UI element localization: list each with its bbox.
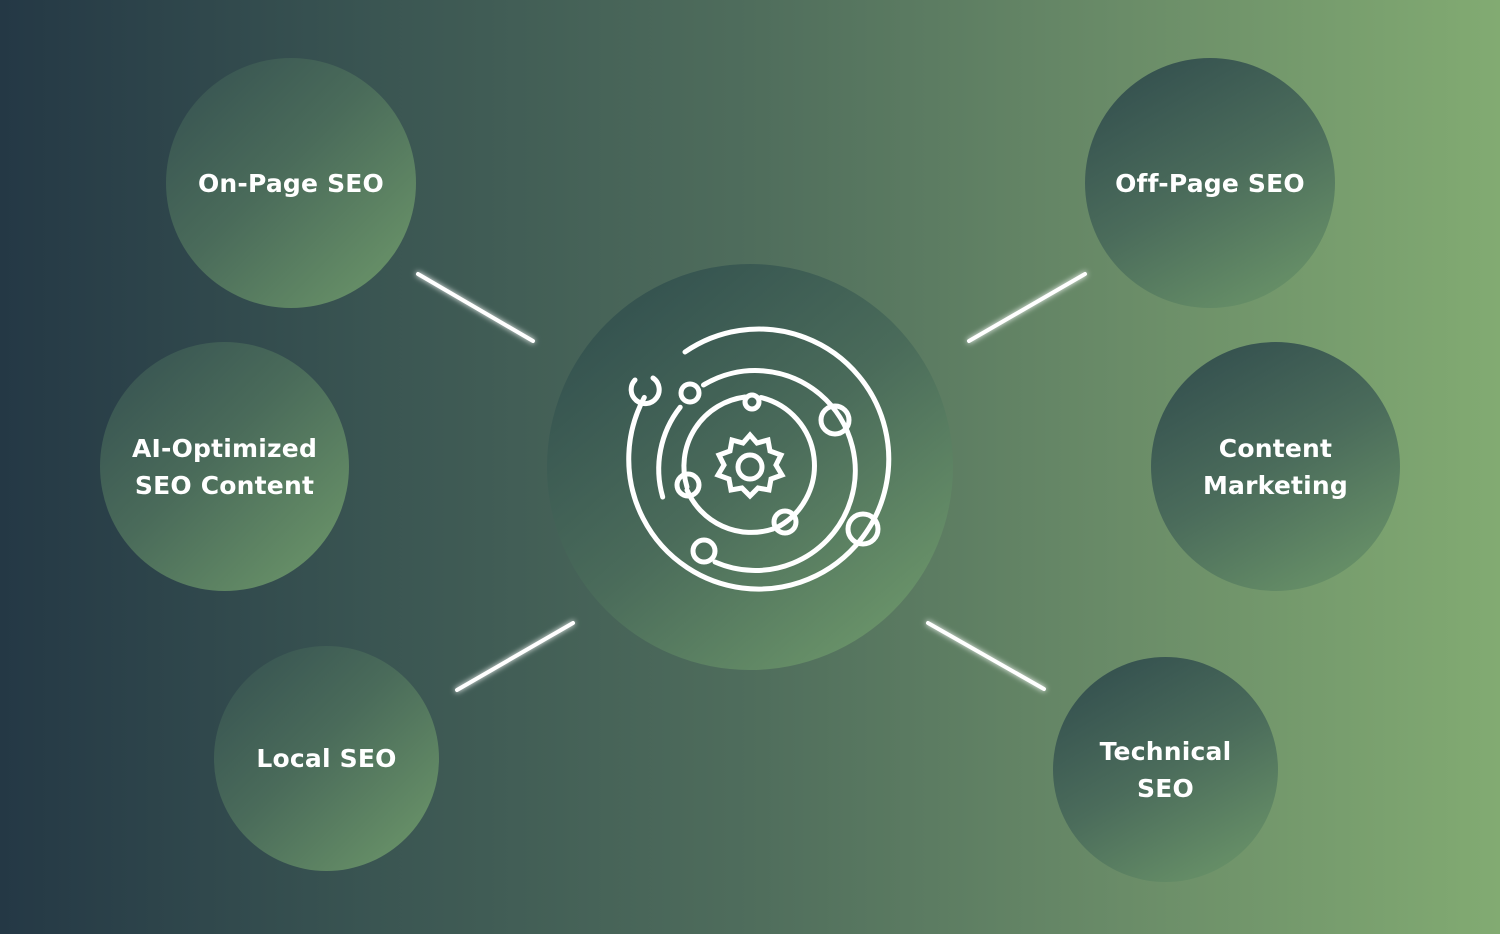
node-label: Content Marketing bbox=[1202, 433, 1348, 500]
node-ai-optimized-seo-content: AI-Optimized SEO Content bbox=[100, 342, 349, 591]
node-label: On-Page SEO bbox=[197, 168, 385, 198]
node-technical-seo: Technical SEO bbox=[1053, 657, 1278, 882]
connector-technical-seo bbox=[926, 621, 1046, 691]
node-on-page-seo: On-Page SEO bbox=[166, 58, 416, 308]
connector-on-page-seo bbox=[416, 272, 535, 343]
node-label: Technical SEO bbox=[1099, 736, 1232, 803]
connector-off-page-seo bbox=[967, 272, 1087, 343]
node-off-page-seo: Off-Page SEO bbox=[1085, 58, 1335, 308]
node-content-marketing: Content Marketing bbox=[1151, 342, 1400, 591]
connector-local-seo bbox=[455, 621, 575, 692]
node-label: AI-Optimized SEO Content bbox=[131, 433, 318, 500]
node-label: Local SEO bbox=[256, 744, 397, 773]
node-local-seo: Local SEO bbox=[214, 646, 439, 871]
node-label: Off-Page SEO bbox=[1115, 168, 1305, 198]
orbit-system-icon bbox=[626, 326, 892, 592]
